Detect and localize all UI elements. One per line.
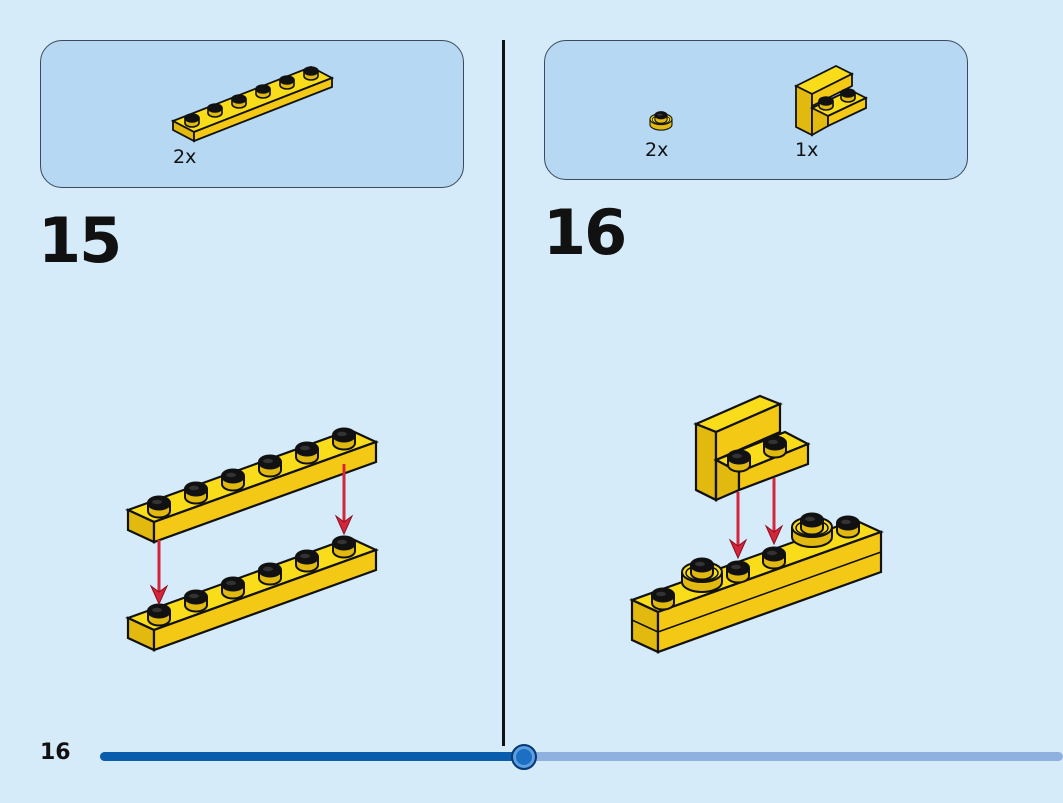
part-angle-plate-icon	[793, 64, 869, 137]
progress-knob	[510, 744, 537, 770]
part-qty-plate-1x6: 2x	[173, 146, 197, 168]
step-16-arrows	[729, 478, 783, 559]
part-qty-angle-plate: 1x	[795, 139, 819, 161]
page-divider	[502, 40, 505, 746]
step-16-angle-plate	[693, 394, 811, 502]
step-15-bottom-plate	[125, 535, 379, 652]
part-plate-1x6-icon	[170, 66, 335, 143]
step-15-top-plate	[125, 427, 379, 544]
step-number-15: 15	[38, 204, 122, 277]
page-number: 16	[40, 740, 71, 765]
progress-bar	[100, 744, 1063, 770]
part-round-plate-icon	[650, 112, 672, 130]
parts-callout-step-16	[544, 40, 968, 180]
step-16-base-plate	[629, 514, 884, 654]
step-15-arrows	[150, 464, 353, 605]
step-number-16: 16	[543, 196, 627, 269]
progress-bar-fill	[100, 752, 524, 761]
part-qty-round-plate: 2x	[645, 139, 669, 161]
